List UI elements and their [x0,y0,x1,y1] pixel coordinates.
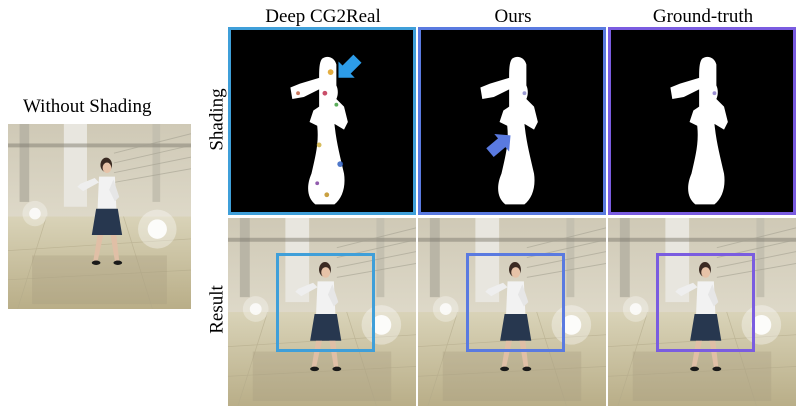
result-ours [418,218,606,406]
shading-ground-truth [608,27,796,215]
crop-box-ours [466,253,565,352]
without-shading-label: Without Shading [23,96,152,117]
result-ground-truth [608,218,796,406]
crop-box-deep-cg2real [276,253,375,352]
column-title-ground-truth: Ground-truth [652,6,754,27]
shading-deep-cg2real [228,27,416,215]
row-title-result: Result [206,285,228,334]
row-title-shading: Shading [206,88,228,151]
result-deep-cg2real [228,218,416,406]
shading-ours [418,27,606,215]
arrow-icon [338,54,362,78]
column-title-deep-cg2real: Deep CG2Real [265,6,381,27]
arrow-icon [486,133,511,158]
without-shading-image [8,124,191,309]
column-title-ours: Ours [494,6,532,27]
crop-box-ground-truth [656,253,755,352]
